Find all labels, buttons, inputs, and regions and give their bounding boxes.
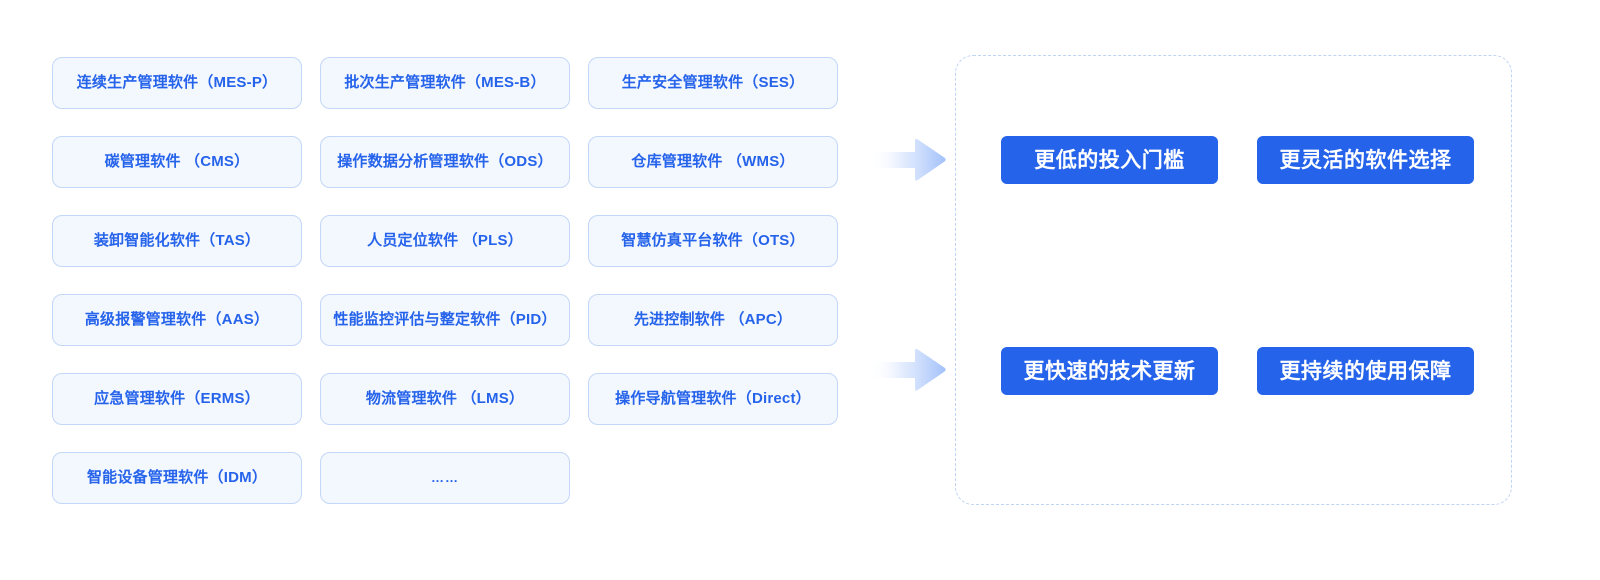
arrow-right-icon [869, 347, 947, 393]
benefit-pill[interactable]: 更持续的使用保障 [1257, 347, 1474, 395]
benefit-pill[interactable]: 更低的投入门槛 [1001, 136, 1218, 184]
software-card[interactable]: 装卸智能化软件（TAS） [52, 215, 302, 267]
benefit-pill-label: 更低的投入门槛 [1034, 148, 1185, 172]
software-card[interactable]: 物流管理软件 （LMS） [320, 373, 570, 425]
software-card[interactable]: 高级报警管理软件（AAS） [52, 294, 302, 346]
software-card-label: 操作数据分析管理软件（ODS） [337, 153, 553, 170]
benefit-pill-label: 更快速的技术更新 [1023, 359, 1196, 383]
benefit-pill-label: 更持续的使用保障 [1279, 359, 1452, 383]
software-card[interactable]: 碳管理软件 （CMS） [52, 136, 302, 188]
arrow-right-icon [869, 137, 947, 183]
software-card[interactable]: 批次生产管理软件（MES-B） [320, 57, 570, 109]
software-card[interactable]: 先进控制软件 （APC） [588, 294, 838, 346]
software-card-label: 先进控制软件 （APC） [633, 311, 793, 328]
software-card[interactable]: 智慧仿真平台软件（OTS） [588, 215, 838, 267]
software-card[interactable]: 智能设备管理软件（IDM） [52, 452, 302, 504]
software-card-label: 批次生产管理软件（MES-B） [344, 74, 546, 91]
software-card-label: 连续生产管理软件（MES-P） [76, 74, 278, 91]
benefit-pill[interactable]: 更快速的技术更新 [1001, 347, 1218, 395]
software-card[interactable]: 连续生产管理软件（MES-P） [52, 57, 302, 109]
software-card-label: 高级报警管理软件（AAS） [84, 311, 270, 328]
software-card[interactable]: 操作导航管理软件（Direct） [588, 373, 838, 425]
software-card[interactable]: 性能监控评估与整定软件（PID） [320, 294, 570, 346]
software-card[interactable]: 操作数据分析管理软件（ODS） [320, 136, 570, 188]
software-card-label: 智能设备管理软件（IDM） [86, 469, 268, 486]
software-card[interactable]: 应急管理软件（ERMS） [52, 373, 302, 425]
software-card-grid: 连续生产管理软件（MES-P） 批次生产管理软件（MES-B） 生产安全管理软件… [52, 57, 842, 504]
ellipsis-label: …… [431, 470, 459, 486]
software-card-label: 操作导航管理软件（Direct） [615, 390, 811, 407]
software-card-label: 碳管理软件 （CMS） [104, 153, 250, 170]
software-card[interactable]: 仓库管理软件 （WMS） [588, 136, 838, 188]
benefit-pill-label: 更灵活的软件选择 [1279, 148, 1452, 172]
software-card-label: 应急管理软件（ERMS） [94, 390, 260, 407]
benefit-panel: 更低的投入门槛 更灵活的软件选择 更快速的技术更新 更持续的使用保障 [955, 55, 1512, 505]
benefit-pill[interactable]: 更灵活的软件选择 [1257, 136, 1474, 184]
software-card-label: 仓库管理软件 （WMS） [631, 153, 795, 170]
software-card-label: 装卸智能化软件（TAS） [93, 232, 261, 249]
software-card-label: 生产安全管理软件（SES） [621, 74, 805, 91]
software-card-more[interactable]: …… [320, 452, 570, 504]
software-card[interactable]: 人员定位软件 （PLS） [320, 215, 570, 267]
software-card-label: 物流管理软件 （LMS） [365, 390, 525, 407]
software-card-label: 人员定位软件 （PLS） [367, 232, 523, 249]
software-card-empty-slot [588, 452, 838, 504]
software-card[interactable]: 生产安全管理软件（SES） [588, 57, 838, 109]
software-card-label: 性能监控评估与整定软件（PID） [333, 311, 557, 328]
software-card-label: 智慧仿真平台软件（OTS） [621, 232, 805, 249]
